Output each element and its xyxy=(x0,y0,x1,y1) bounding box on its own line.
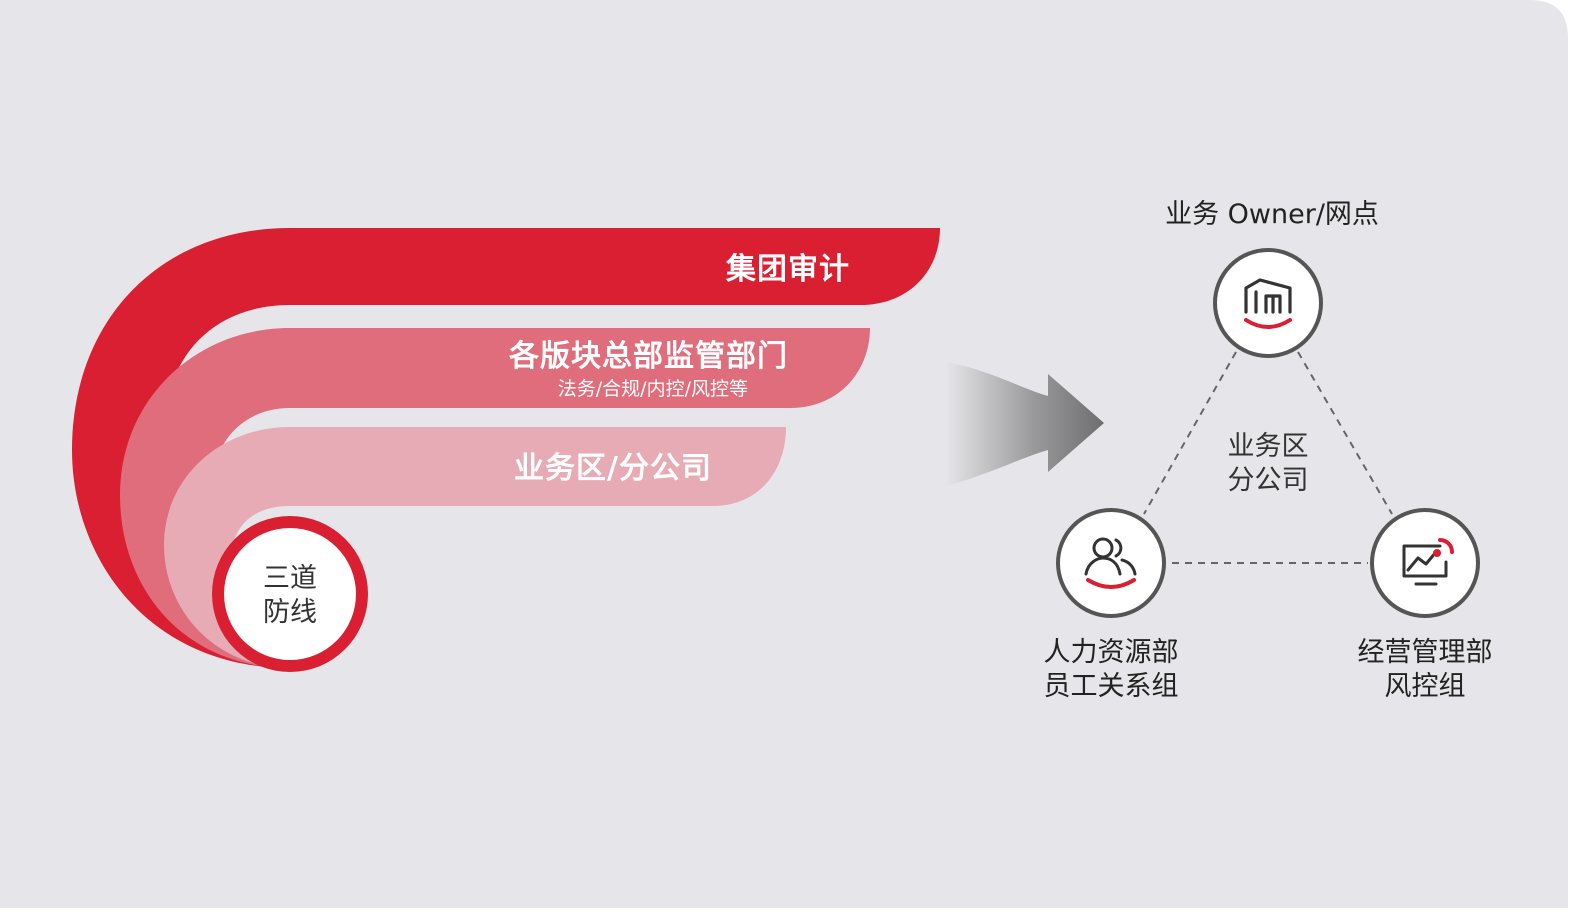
center-label-line1: 业务区 xyxy=(1228,431,1309,462)
center-label-line2: 分公司 xyxy=(1228,465,1309,496)
core-badge: 三道 防线 xyxy=(212,516,368,672)
node-label-hr-line2: 员工关系组 xyxy=(1044,671,1179,702)
node-operations-risk-control xyxy=(1370,508,1480,618)
band-group-audit xyxy=(72,228,940,668)
people-icon xyxy=(1084,537,1137,576)
triangle-connectors xyxy=(1143,351,1393,564)
building-icon xyxy=(1244,278,1292,314)
band-business-district xyxy=(164,427,786,668)
node-label-ops-line1: 经营管理部 xyxy=(1358,637,1493,668)
node-business-owner xyxy=(1213,248,1323,358)
band-title-hq-supervision: 各版块总部监管部门 xyxy=(508,339,788,374)
node-label-business-owner: 业务 Owner/网点 xyxy=(1165,199,1379,230)
band-title-business-district: 业务区/分公司 xyxy=(514,451,712,486)
band-title-group-audit: 集团审计 xyxy=(725,252,850,287)
core-label-line1: 三道 xyxy=(263,563,317,594)
node-label-hr-line1: 人力资源部 xyxy=(1044,637,1179,668)
core-label-line2: 防线 xyxy=(263,597,317,628)
node-hr-employee-relations xyxy=(1056,508,1166,618)
band-hq-supervision xyxy=(120,328,870,668)
transition-arrow xyxy=(946,362,1104,486)
node-label-ops-line2: 风控组 xyxy=(1385,671,1466,702)
risk-chart-icon xyxy=(1402,544,1448,586)
band-subtitle-hq-supervision: 法务/合规/内控/风控等 xyxy=(558,378,748,400)
